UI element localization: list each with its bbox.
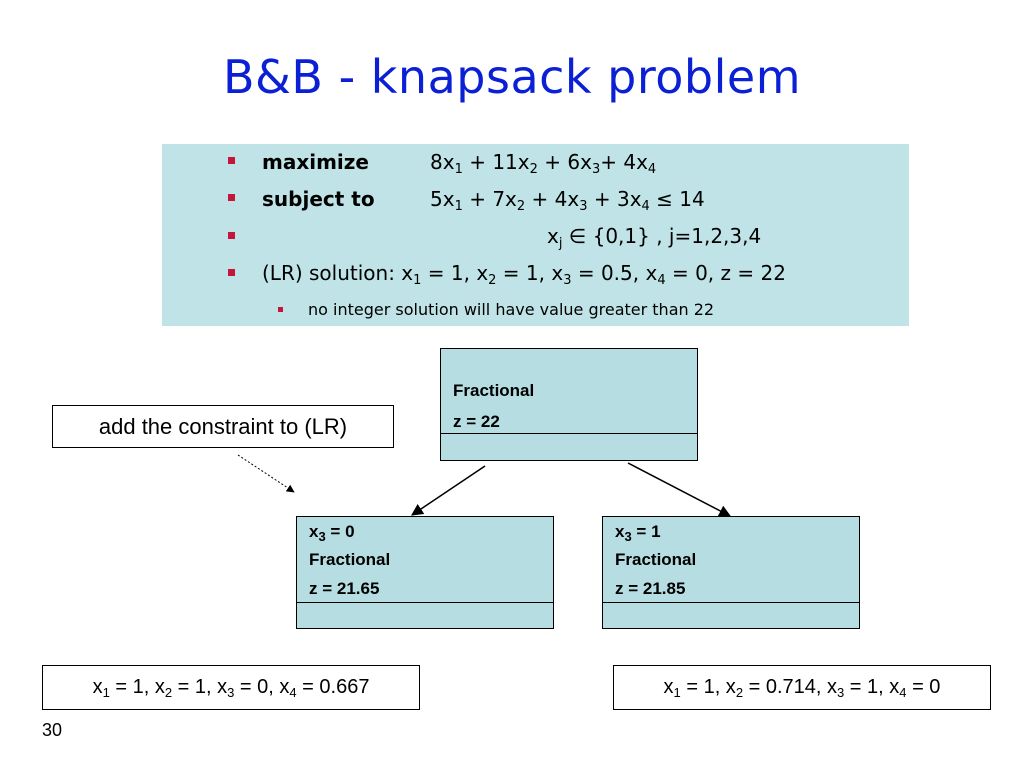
- lr-note: no integer solution will have value grea…: [308, 300, 715, 319]
- node-divider: [603, 602, 859, 603]
- constraint-expression: 5x1 + 7x2 + 4x3 + 3x4 ≤ 14: [430, 187, 705, 214]
- bullet-icon: [228, 194, 235, 201]
- constraint-keyword: subject to: [262, 187, 375, 211]
- page-number: 30: [42, 720, 63, 740]
- bullet-icon: [228, 269, 235, 276]
- root-status: Fractional: [453, 381, 535, 400]
- sub-bullet-icon: [278, 307, 283, 312]
- tree-node-x3-1: x3 = 1 Fractional z = 21.85: [602, 516, 860, 629]
- constraint-row: subject to: [262, 187, 375, 211]
- node-status: Fractional: [309, 550, 391, 569]
- lr-solution-row: (LR) solution: x1 = 1, x2 = 1, x3 = 0.5,…: [262, 261, 786, 288]
- callout-box: add the constraint to (LR): [52, 405, 394, 448]
- bullet-icon: [228, 232, 235, 239]
- bullet-icon: [228, 157, 235, 164]
- node-status: Fractional: [615, 550, 697, 569]
- tree-node-x3-0: x3 = 0 Fractional z = 21.65: [296, 516, 554, 629]
- node-divider: [297, 602, 553, 603]
- node-divider: [441, 433, 697, 434]
- tree-node-root: Fractional z = 22: [440, 348, 698, 461]
- slide-title: B&B - knapsack problem: [222, 50, 802, 104]
- objective-row: maximize: [262, 150, 369, 174]
- solution-right: x1 = 1, x2 = 0.714, x3 = 1, x4 = 0: [613, 665, 991, 710]
- branch-label: x3 = 1: [615, 522, 661, 544]
- branch-label: x3 = 0: [309, 522, 355, 544]
- objective-expression: 8x1 + 11x2 + 6x3+ 4x4: [430, 150, 657, 177]
- objective-keyword: maximize: [262, 150, 369, 174]
- problem-statement-box: maximize 8x1 + 11x2 + 6x3+ 4x4 subject t…: [162, 144, 909, 326]
- edge-root-left: [411, 465, 486, 516]
- root-z-value: z = 22: [453, 412, 500, 431]
- node-z-value: z = 21.65: [309, 579, 380, 598]
- edge-root-right: [627, 462, 732, 517]
- solution-left: x1 = 1, x2 = 1, x3 = 0, x4 = 0.667: [42, 665, 420, 710]
- node-z-value: z = 21.85: [615, 579, 686, 598]
- domain-expression: xj ∈ {0,1} , j=1,2,3,4: [547, 224, 762, 251]
- callout-pointer: [237, 454, 295, 493]
